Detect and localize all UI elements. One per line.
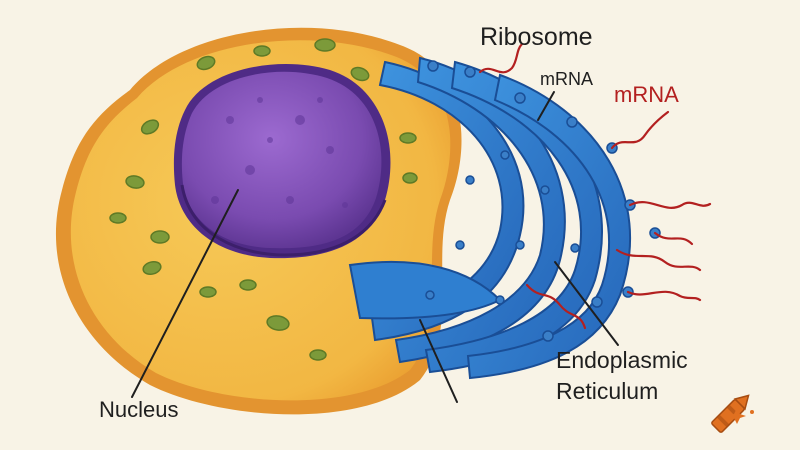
label-endoplasmic-reticulum: Endoplasmic Reticulum [556, 345, 688, 407]
crayon-icon [711, 394, 750, 433]
leader-line-er [419, 319, 458, 403]
ribosome [465, 175, 475, 185]
organelle [314, 38, 336, 52]
nucleus-texture [211, 97, 348, 208]
ribosome [542, 330, 554, 342]
nucleus [173, 63, 391, 259]
organelle [150, 230, 170, 244]
ribosome [455, 240, 465, 250]
organelle [309, 349, 327, 361]
ribosome [464, 66, 476, 78]
ribosome [514, 92, 526, 104]
er-cisterna [348, 260, 502, 320]
mrna-strand [525, 283, 587, 330]
leader-line-er-2 [554, 261, 619, 346]
ribosome [566, 116, 578, 128]
mrna-strand [610, 110, 670, 150]
ribosome [427, 60, 439, 72]
endoplasmic-reticulum [348, 56, 631, 380]
organelle [196, 55, 216, 71]
organelle [109, 212, 127, 224]
mrna-strand [615, 248, 702, 272]
ribosome [570, 243, 580, 253]
label-nucleus: Nucleus [99, 397, 179, 422]
mrna-strands [478, 42, 712, 330]
organelle [142, 261, 162, 275]
leader-line-mrna [537, 91, 555, 121]
organelle [399, 132, 417, 144]
organelles [109, 38, 418, 361]
mrna-strand [626, 290, 702, 302]
organelle [402, 172, 418, 184]
organelle [140, 119, 160, 135]
organelle [199, 286, 217, 298]
ribosome [591, 296, 603, 308]
label-er-line1: Endoplasmic [556, 347, 688, 373]
mrna-strand [653, 231, 694, 246]
ribosome [425, 290, 435, 300]
organelle [239, 279, 257, 291]
ribosome [540, 185, 550, 195]
leader-lines [131, 91, 619, 403]
mrna-strand [628, 201, 712, 209]
organelle [253, 45, 271, 57]
er-cisterna [466, 73, 631, 380]
mrna-strand [478, 42, 524, 74]
organelle [125, 175, 145, 189]
organelle [350, 66, 370, 82]
ribosome [500, 150, 510, 160]
ribosome [495, 295, 505, 305]
label-mrna-red: mRNA [614, 82, 679, 107]
er-cisterna [370, 60, 525, 342]
leader-line-nucleus [131, 189, 239, 398]
ribosomes [425, 60, 661, 342]
organelle [266, 315, 290, 331]
label-er-line2: Reticulum [556, 378, 659, 404]
label-ribosome: Ribosome [480, 23, 593, 51]
sparkle-icon [728, 408, 754, 424]
ribosome [515, 240, 525, 250]
label-mrna: mRNA [540, 69, 593, 89]
er-cisterna [394, 56, 566, 364]
